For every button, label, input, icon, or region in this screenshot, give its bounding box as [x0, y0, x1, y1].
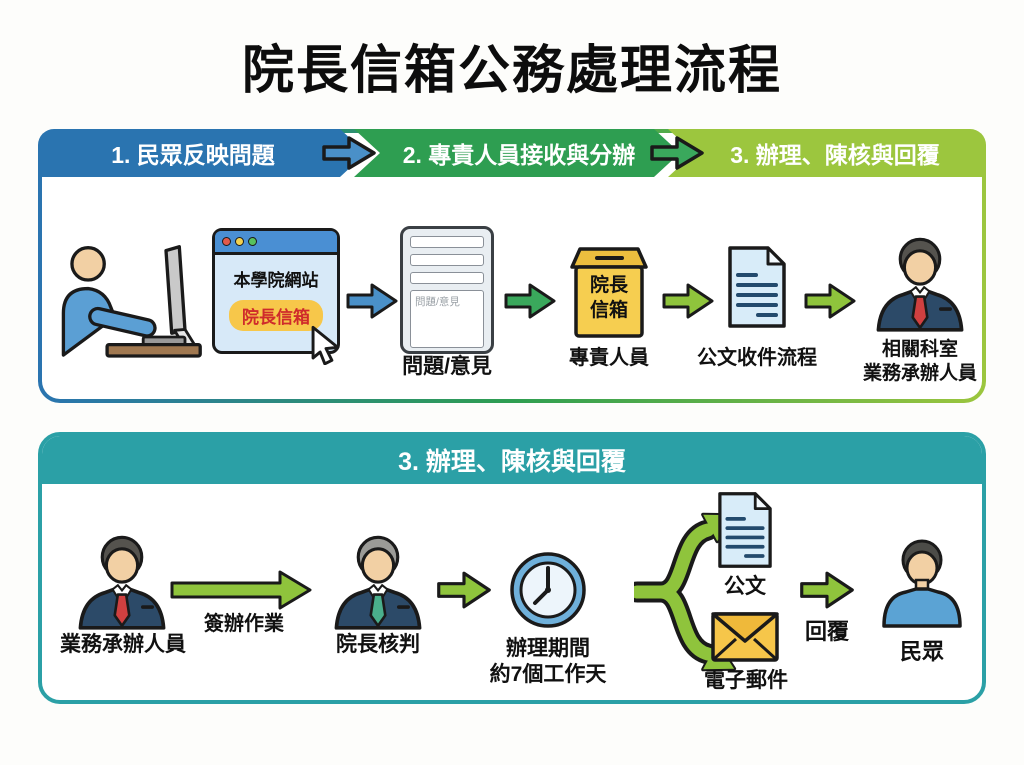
mailbox-icon: [570, 247, 648, 338]
dean-caption: 院長核判: [336, 633, 420, 656]
window-dot-yellow-icon: [235, 237, 244, 246]
form-textarea: 問題/意見: [410, 290, 484, 348]
step-transition-arrow-icon: [650, 136, 704, 170]
flow-arrow-icon: [804, 283, 856, 319]
window-dot-red-icon: [222, 237, 231, 246]
step-banner-2: 2. 專責人員接收與分辦: [354, 129, 680, 177]
mailbox-caption: 專責人員: [569, 347, 649, 369]
mailbox-label: 院長 信箱: [589, 275, 628, 321]
form-field: [410, 254, 484, 266]
step-banner-1: 1. 民眾反映問題: [38, 129, 366, 177]
sign-process-label: 簽辦作業: [204, 613, 284, 635]
page-title: 院長信箱公務處理流程: [241, 42, 782, 100]
bottom-panel-header: 3. 辦理、陳核與回覆: [42, 436, 982, 484]
email-icon: [711, 612, 779, 662]
staff-caption: 相關科室 業務承辦人員: [862, 339, 977, 384]
staff-person-icon: [876, 237, 964, 332]
flow-arrow-icon: [346, 283, 398, 319]
handler-caption: 業務承辦人員: [60, 633, 186, 656]
public-person-icon: [882, 539, 962, 628]
official-doc-caption: 公文: [724, 575, 766, 598]
website-name: 本學院網站: [233, 271, 319, 290]
step-banner-3: 3. 辦理、陳核與回覆: [668, 129, 986, 177]
mailbox-button: 院長信箱: [229, 300, 323, 331]
citizen-at-computer-icon: [61, 245, 202, 358]
flow-arrow-icon: [662, 283, 714, 319]
step-3-label: 3. 辦理、陳核與回覆: [730, 142, 940, 168]
cursor-icon: [311, 325, 340, 365]
website-titlebar: [215, 231, 337, 255]
bottom-header-label: 3. 辦理、陳核與回覆: [398, 448, 626, 476]
step-transition-arrow-icon: [322, 136, 376, 170]
feedback-form: 問題/意見: [400, 226, 494, 354]
document-icon: [728, 246, 786, 328]
bottom-panel: 3. 辦理、陳核與回覆: [38, 432, 986, 704]
flow-arrow-icon: [170, 570, 312, 610]
flow-arrow-icon: [504, 283, 556, 319]
clock-icon: [510, 552, 586, 628]
document-icon: [718, 492, 772, 568]
flow-arrow-icon: [437, 571, 491, 609]
form-field: [410, 236, 484, 248]
handler-person-icon: [78, 535, 166, 630]
website-window: 本學院網站 院長信箱: [212, 228, 340, 365]
step-1-label: 1. 民眾反映問題: [111, 142, 275, 168]
dean-mailbox-box: 院長 信箱: [566, 246, 652, 340]
document-caption: 公文收件流程: [697, 347, 817, 369]
step-2-label: 2. 專責人員接收與分辦: [402, 142, 636, 168]
processing-period-caption: 辦理期間 約7個工作天: [489, 637, 607, 687]
reply-label: 回覆: [804, 619, 849, 644]
flow-arrow-icon: [800, 571, 854, 609]
window-dot-green-icon: [248, 237, 257, 246]
dean-person-icon: [334, 535, 422, 630]
form-field: [410, 272, 484, 284]
public-caption: 民眾: [899, 639, 944, 664]
form-caption: 問題/意見: [402, 355, 492, 378]
email-caption: 電子郵件: [704, 669, 788, 692]
